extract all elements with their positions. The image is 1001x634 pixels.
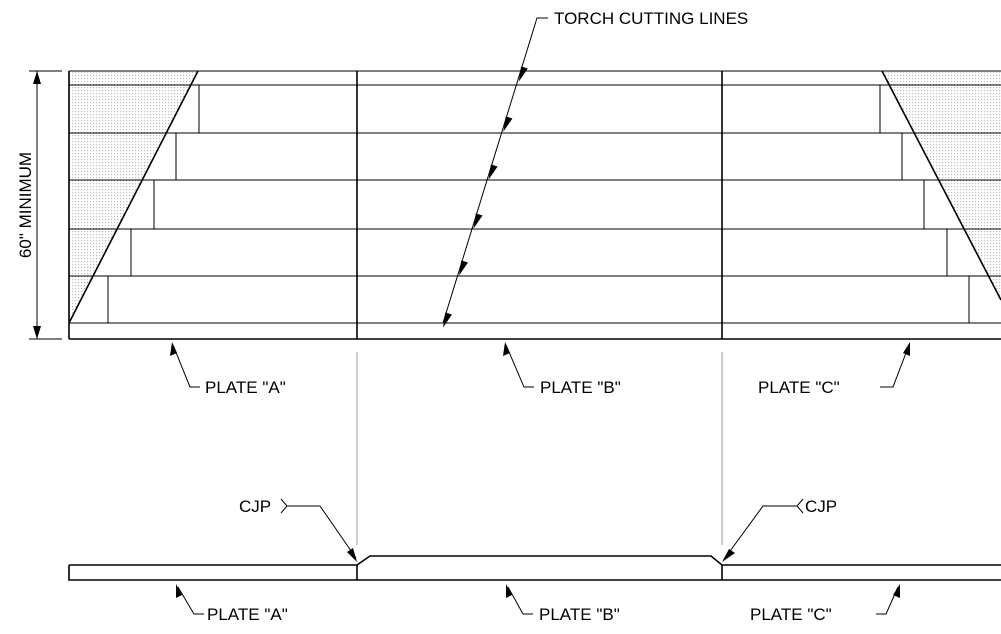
plate-a-top-label: PLATE "A" <box>205 378 286 397</box>
plate-b-top-leader <box>503 342 534 388</box>
height-dimension <box>29 70 62 340</box>
cjp-right-leader <box>722 498 804 562</box>
plate-a-bottom-leader <box>176 584 204 615</box>
taper-cut-right <box>881 70 1001 301</box>
dimension-label: 60" MINIMUM <box>16 152 35 258</box>
plate-b-bottom-label: PLATE "B" <box>539 605 620 624</box>
cjp-left-leader <box>280 498 357 562</box>
plate-a-top-leader <box>170 342 200 388</box>
plate-c-top-label: PLATE "C" <box>758 378 840 397</box>
plate-profile-elevation <box>68 555 1001 581</box>
cjp-left-label: CJP <box>239 497 271 516</box>
plate-c-top-leader <box>880 342 910 388</box>
torch-cutting-leader <box>442 17 548 328</box>
plate-c-bottom-leader <box>876 584 900 615</box>
plate-b-top-label: PLATE "B" <box>540 378 621 397</box>
taper-cut-left <box>68 70 199 324</box>
plate-a-bottom-label: PLATE "A" <box>207 605 288 624</box>
cjp-right-label: CJP <box>805 497 837 516</box>
plate-b-bottom-leader <box>506 584 533 615</box>
plate-c-bottom-label: PLATE "C" <box>750 605 832 624</box>
torch-cutting-lines-label: TORCH CUTTING LINES <box>554 9 748 28</box>
plate-strip-stack <box>68 70 1001 340</box>
